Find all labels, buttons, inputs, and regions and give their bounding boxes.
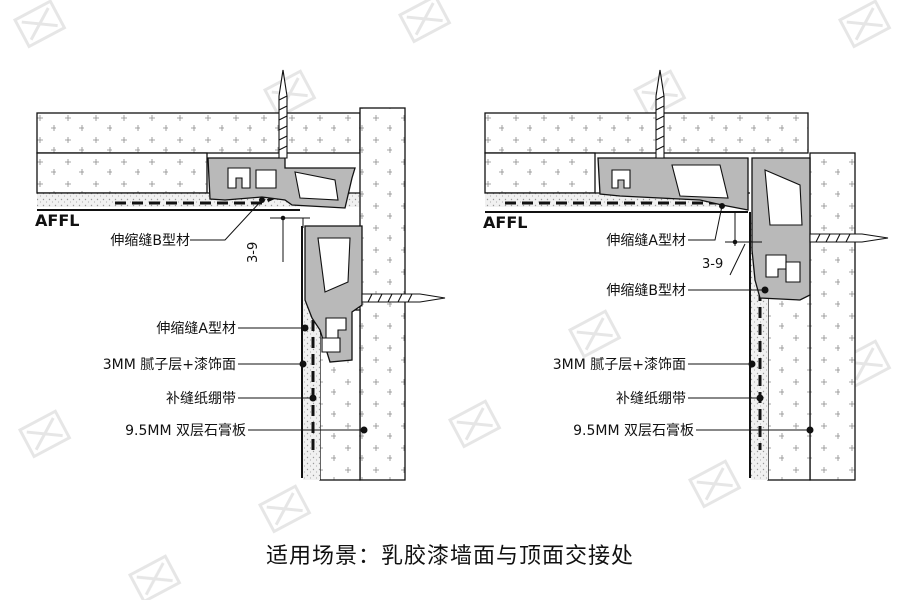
right-ceiling-board-upper xyxy=(484,112,809,154)
left-gap-dimension xyxy=(270,215,310,262)
diagram-caption: 适用场景：乳胶漆墙面与顶面交接处 xyxy=(265,544,634,569)
left-level-label: AFFL xyxy=(35,211,79,230)
left-gap-label: 3-9 xyxy=(246,242,261,263)
left-ceiling-board-upper xyxy=(36,112,361,154)
right-wall-board-outer xyxy=(809,152,856,481)
right-label-putty: 3MM 腻子层+漆饰面 xyxy=(553,357,686,373)
right-wall-board-inner xyxy=(767,294,811,481)
left-label-gypsum: 9.5MM 双层石膏板 xyxy=(125,422,246,439)
left-label-tape: 补缝纸绷带 xyxy=(166,391,236,407)
right-label-gypsum: 9.5MM 双层石膏板 xyxy=(573,422,694,439)
right-level-label: AFFL xyxy=(483,213,527,232)
watermark-layer xyxy=(12,0,892,604)
left-screw-ceiling xyxy=(278,69,288,159)
right-label-a-profile: 伸缩缝A型材 xyxy=(606,233,686,249)
right-ceiling-board-lower xyxy=(484,152,596,194)
left-ceiling-board-lower xyxy=(36,152,208,194)
left-label-putty: 3MM 腻子层+漆饰面 xyxy=(103,357,236,373)
right-gap-dimension xyxy=(725,212,762,276)
right-gap-label: 3-9 xyxy=(702,257,723,272)
left-screw-wall xyxy=(361,293,446,303)
right-screw-ceiling xyxy=(655,69,665,159)
left-detail: 3-9 AFFL 伸缩缝B型材 伸缩缝A型材 3MM 腻子层+漆饰面 补缝纸绷带… xyxy=(35,69,446,481)
right-detail: 3-9 AFFL 伸缩缝A型材 伸缩缝B型材 3MM 腻子层+漆饰面 补缝纸绷带… xyxy=(483,69,889,481)
left-label-a-profile: 伸缩缝A型材 xyxy=(156,321,236,337)
right-label-tape: 补缝纸绷带 xyxy=(616,391,686,407)
left-leaders xyxy=(190,197,368,434)
right-leaders xyxy=(688,203,814,434)
right-screw-wall xyxy=(809,233,889,243)
right-label-b-profile: 伸缩缝B型材 xyxy=(606,283,686,299)
left-label-b-profile: 伸缩缝B型材 xyxy=(110,233,190,249)
